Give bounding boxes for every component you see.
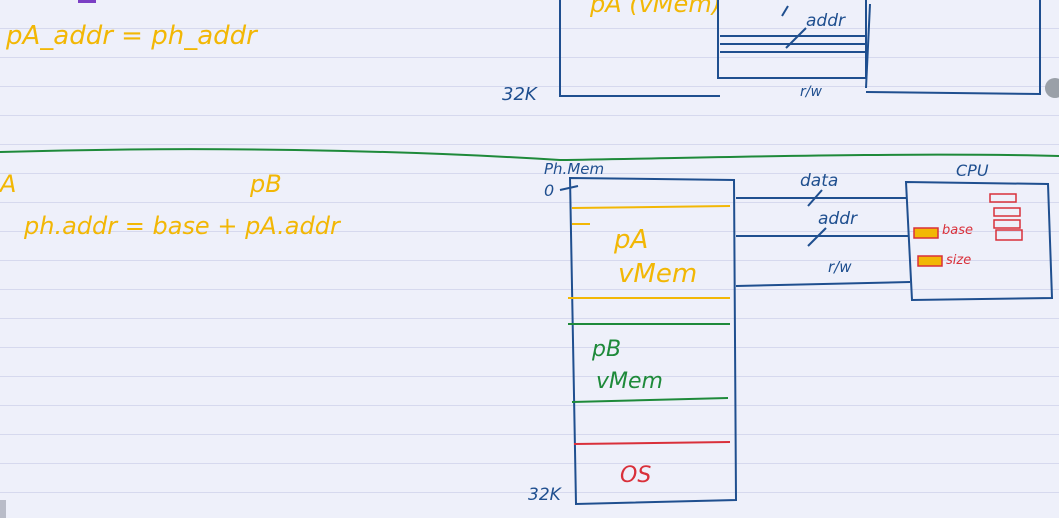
- pa-block-label: pA: [613, 225, 648, 255]
- left-edge-label: A: [0, 170, 16, 198]
- top-accent-mark: [78, 0, 96, 3]
- cpu-label: CPU: [956, 161, 989, 180]
- corner-mark: [0, 500, 6, 518]
- rw-label: r/w: [828, 258, 852, 276]
- cpu-box: [904, 180, 1054, 302]
- data-label: data: [800, 171, 838, 191]
- register-slot: [993, 219, 1021, 229]
- zero-label: 0: [544, 181, 554, 200]
- addr-bus-slash: [807, 227, 827, 247]
- top-formula: pA_addr = ph_addr: [5, 21, 259, 51]
- os-top-line: [573, 441, 731, 445]
- top-cpu-box-left: [865, 3, 871, 89]
- top-32k-label: 32K: [502, 84, 538, 105]
- os-label: OS: [620, 463, 651, 488]
- section-divider: [0, 148, 1059, 162]
- register-slot: [995, 229, 1023, 241]
- physical-memory-box: [568, 176, 738, 506]
- base-register: [913, 227, 939, 239]
- bottom-32k-label: 32K: [528, 485, 563, 505]
- address-formula: ph.addr = base + pA.addr: [23, 212, 342, 240]
- top-cpu-box: [865, 0, 1041, 96]
- pa-top-line: [571, 205, 731, 209]
- rw-bus-line: [735, 281, 911, 287]
- pb-label: pB: [249, 170, 282, 198]
- top-bus-box: [717, 0, 867, 79]
- top-memory-box: [559, 0, 720, 97]
- zero-tick: [559, 185, 579, 191]
- pb-block-label: pB: [591, 337, 621, 362]
- size-label: size: [946, 253, 971, 268]
- pa-vmem-label: vMem: [618, 259, 697, 289]
- register-slot: [989, 193, 1017, 203]
- phmem-label: Ph.Mem: [544, 160, 604, 178]
- pb-bottom-line: [571, 397, 729, 403]
- top-rw-label: r/w: [800, 84, 822, 100]
- register-slot: [993, 207, 1021, 217]
- pb-vmem-label: vMem: [596, 369, 663, 394]
- addr-label: addr: [818, 209, 858, 229]
- scroll-handle[interactable]: [1045, 78, 1059, 98]
- top-memory-label: pA (vMem): [589, 0, 721, 18]
- top-bus-slash: [781, 5, 789, 17]
- top-addr-label: addr: [806, 11, 846, 31]
- top-bus-slash: [785, 27, 807, 49]
- size-register: [917, 255, 943, 267]
- data-bus-slash: [807, 189, 823, 207]
- base-label: base: [942, 223, 973, 238]
